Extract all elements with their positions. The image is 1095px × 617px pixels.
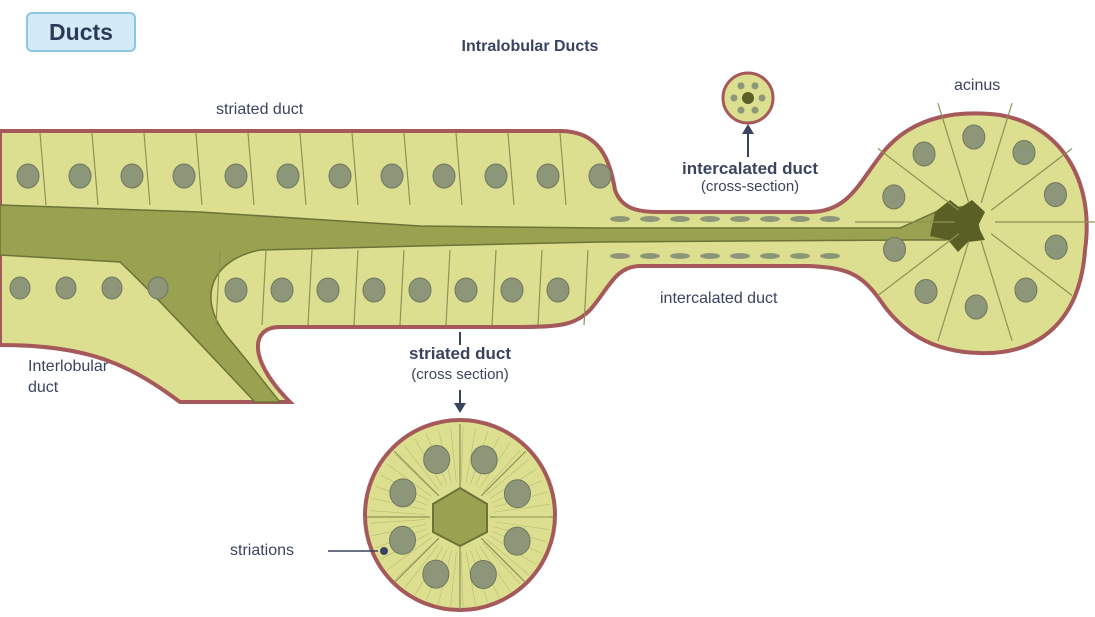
section-badge: Ducts xyxy=(26,12,136,52)
label-striated-cross-title: striated duct xyxy=(409,344,511,364)
label-striated-cross-sub: (cross section) xyxy=(411,366,509,383)
label-striated-duct: striated duct xyxy=(216,101,303,119)
label-intercalated-duct: intercalated duct xyxy=(660,290,777,308)
main-duct xyxy=(0,103,1095,402)
label-intercalated-cross-title: intercalated duct xyxy=(682,159,818,179)
label-interlobular-2: duct xyxy=(28,379,58,397)
striated-arrowhead xyxy=(454,403,466,413)
label-intercalated-cross-sub: (cross-section) xyxy=(701,178,799,195)
page-title: Intralobular Ducts xyxy=(462,38,599,56)
striations-dot xyxy=(380,547,388,555)
intercalated-arrowhead xyxy=(742,124,754,134)
label-interlobular-1: Interlobular xyxy=(28,358,108,376)
intercalated-cross-section xyxy=(723,73,773,123)
label-acinus: acinus xyxy=(954,77,1000,95)
striated-cross-section xyxy=(365,420,555,610)
label-striations: striations xyxy=(230,542,294,560)
